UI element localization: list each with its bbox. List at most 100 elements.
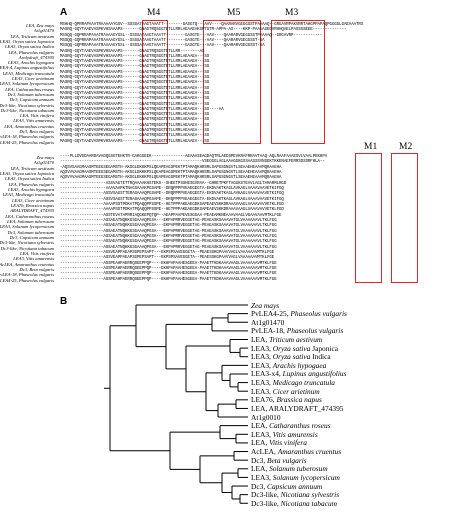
sequence-residues: MSHHQ-QPRRAPAAATRAAAAAYGSV--SSSSATAAGTAA… [60, 23, 364, 27]
leaf-gene-name: LEA3, [251, 352, 273, 362]
leaf-species-name: Solanum lycopersicum [272, 472, 340, 482]
tree-leaf-label: LEA76, Brassica napus [251, 395, 322, 404]
leaf-gene-name: LEA3, [251, 378, 273, 388]
sequence-name: Dc3-like, Nicotiana tabacum [0, 245, 54, 251]
sequence-name: LEA3, Solanum lycopersicum [0, 81, 54, 87]
leaf-gene-name: PvLEA4-25, [251, 309, 291, 319]
motif-box-m3 [271, 20, 325, 144]
sequence-name: LEA3, Arachis hypogaea [8, 60, 54, 66]
sequence-name: LEA3, Solanum lycopersicum [0, 224, 54, 230]
sequence-name: PvLEA4-25, Phaseolus vulgaris [0, 277, 54, 283]
leaf-species-name: Oryza sativa [272, 343, 311, 353]
sequence-residues: MASRQ-GQYTAAEVASPKVHSAAAPS-------GNAGTRQ… [60, 60, 210, 65]
sequence-name: LEA3, Oryza sativa Japonica [0, 171, 54, 176]
leaf-species-name: Catharanthus roseus [269, 421, 331, 431]
sequence-residues: MASRQ-GQYTAAEVASPKVHSAAAPS-------GNAGTRQ… [60, 65, 210, 70]
sequence-name: Zea mays [36, 155, 54, 160]
sequence-residues: ------------------AAAAPSSTPDKATPQAQQPPSS… [60, 208, 284, 213]
tree-leaf-label: LEA3, Medicago truncatula [251, 378, 335, 387]
alignment-row: LEA, Phaseolus vulgaris -----------------… [8, 181, 452, 188]
motif-label-m5: M5 [227, 8, 241, 18]
sequence-name: LEA, Phaseolus vulgaris [8, 181, 54, 187]
sequence-residues: MSSQQ-GQPRRAPAAATRAAAAGYGSL--SSSSATAAGTA… [60, 38, 265, 43]
sequence-residues: MSSQQ-GQPRRAPAAATRAAAAGYGSL--SSSSATAAGTA… [60, 44, 265, 49]
tree-leaf-label: PvLEA-18, Phaseolus vulgaris [251, 326, 343, 335]
alignment-row: LEA, Catharanthus roseus MASRQ-GQYTAAEVAS… [5, 86, 452, 93]
motif-box-m4 [142, 20, 168, 144]
sequence-residues: MASRQ-GQYTAAEVASPKVHSAAAPS-------GNAGTRQ… [60, 28, 347, 33]
motif-label-m2: M2 [399, 142, 413, 152]
leaf-gene-name: Dc3-like, [251, 490, 281, 500]
alignment-row: LEA, Vitis vinifera------------------ASS… [20, 250, 452, 257]
sequence-residues: MASRQ-GQYTAAEVASPKVHSAAAPS-------GNAGTRQ… [60, 54, 210, 59]
sequence-residues: MASRQ-GQYTAAEVASPKVHSAAAPS-------GNAGTRQ… [60, 97, 210, 102]
sequence-name: LEA3, Vitis amurensis [13, 118, 54, 124]
sequence-residues: MASRQ-GQYTAAEVASPKVHSAAAPS-------GNAGTRQ… [60, 76, 210, 81]
leaf-cultivar: Indica [310, 352, 331, 362]
sequence-residues: ------------------ASSTEVATAPRRIAQGKEPQTQ… [60, 213, 282, 218]
sequence-name: LEA, Catharanthus roseus [5, 86, 54, 92]
sequence-residues: ------------------ASSAEATNQKKGSGAAAQPGSA… [60, 235, 277, 239]
sequence-name: Dc3, Beta vulgaris [19, 267, 54, 272]
tree-leaf-label: LEA, Triticum aestivum [251, 335, 322, 344]
motif-box-m5 [203, 20, 261, 144]
alignment-row: Dc3-like, Nicotiana sylvestris----------… [0, 239, 452, 246]
tree-leaf-label: At1g0010 [251, 413, 281, 422]
sequence-name: LEA3, Arachis hypogaea [8, 187, 54, 192]
tree-leaf-label: Dc3-like, Nicotiana sylvestris [251, 490, 339, 499]
tree-leaf-label: LEA3-x4, Lupinus angustifolius [251, 369, 346, 378]
sequence-residues: MASRQ-GQYTAAEVASPKVHSAAAPS-------GNAGTRQ… [60, 102, 210, 107]
sequence-residues: ------------------ASSPEAHPAERRQSEEPPQP--… [60, 261, 277, 266]
leaf-species-name: Triticum aestivum [269, 334, 323, 344]
alignment-row: LEA3, Medicago truncatula---------------… [3, 191, 452, 198]
tree-leaf-label: Dc3-like, Nicotiana tabacum [251, 499, 337, 508]
sequence-residues: MASRQ-GQYTAAEVASPKVHSAAAPS-------GNAGTRQ… [60, 86, 210, 91]
leaf-species-name: Capsicum annuum [267, 481, 323, 491]
leaf-gene-name: Dc3, [251, 481, 268, 491]
sequence-residues: ------------------ASSAEATNQKKGSGAAAQPGSA… [60, 224, 277, 229]
sequence-residues: MASRQ-GQYTAAEVASPKVHSAAAPS-------GNAGTRQ… [60, 134, 210, 139]
alignment-row: LEA3, Cicer arietinum------------------A… [12, 197, 452, 204]
sequence-residues: MASRQ-GQYTAAEVASPKVHSAAAPS-------GNAGTRQ… [60, 139, 210, 144]
tree-leaf-label: At1g01470 [251, 318, 284, 327]
leaf-species-name: Nicotiana tabacum [280, 498, 338, 508]
leaf-species-name: Zea mays [251, 300, 280, 310]
sequence-name: PvLEA-18, Phaseolus vulgaris [0, 134, 54, 140]
sequence-name: LEA3, Medicago truncatula [2, 70, 54, 76]
sequence-residues: -------------------ASSVAGTETTRQAAAAKHSTE… [60, 181, 287, 186]
alignment-row: PvLEA-18, Phaseolus vulgaris MASRQ-GQYTAA… [0, 133, 452, 140]
sequence-name: LEA3, Vitis amurensis [13, 256, 54, 262]
leaf-species-name: Medicago truncatula [272, 378, 335, 388]
leaf-gene-name: LEA, [251, 421, 270, 431]
alignment-row: ARALYDRAFT_474395------------------AAAAP… [10, 207, 452, 214]
leaf-gene-name: At1g01470 [251, 317, 285, 327]
sequence-name: Dc3, Capsicum annuum [9, 97, 54, 103]
alignment-row: Zea mays----PLLDVGDAARDAVADQGSGTEHKTR-GA… [22, 154, 452, 161]
alignment-row: LEA, Triticum aestivum-AQSVSAAGMAASMTEEG… [10, 165, 452, 172]
sequence-residues: AQSVVVAAGMAASMTEEGSEGAMSTH-AKSGLEKKKPSLQ… [60, 171, 282, 175]
alignment-row: LEA3, Solanum lycopersicum --------------… [0, 223, 452, 230]
sequence-name: LEA, Zea mays [26, 23, 54, 28]
tree-leaf-label: LEA, Vitis vinifera [251, 438, 307, 447]
sequence-name: PvLEA4-25, Phaseolus vulgaris [0, 139, 54, 145]
leaf-gene-name: LEA76, [251, 395, 277, 405]
sequence-name: LEA, Catharanthus roseus [5, 213, 54, 219]
sequence-residues: ------------------ASSAEATNQKKGSGAAAQPGSA… [60, 229, 277, 234]
sequence-name: LEA3, Cicer arietinum [12, 197, 54, 203]
alignment-row: PvLEA4-25, Phaseolus vulgaris MASRQ-GQYTA… [0, 139, 452, 146]
panel-a-label: A [60, 7, 68, 18]
motif-label-m3: M3 [285, 8, 299, 18]
leaf-species-name: Arachis hypogaea [272, 360, 327, 370]
sequence-residues: MASRQ-GQYTAAEVASPKVHSAAAPS-------GNAGTRQ… [60, 107, 224, 112]
leaf-species-name: Lupinus angustifolius [282, 369, 347, 379]
sequence-residues: ------------------ASSVEAPPAEAPSGPEPSAPT-… [60, 251, 275, 255]
sequence-name: Aralydraft_474395 [18, 54, 54, 60]
